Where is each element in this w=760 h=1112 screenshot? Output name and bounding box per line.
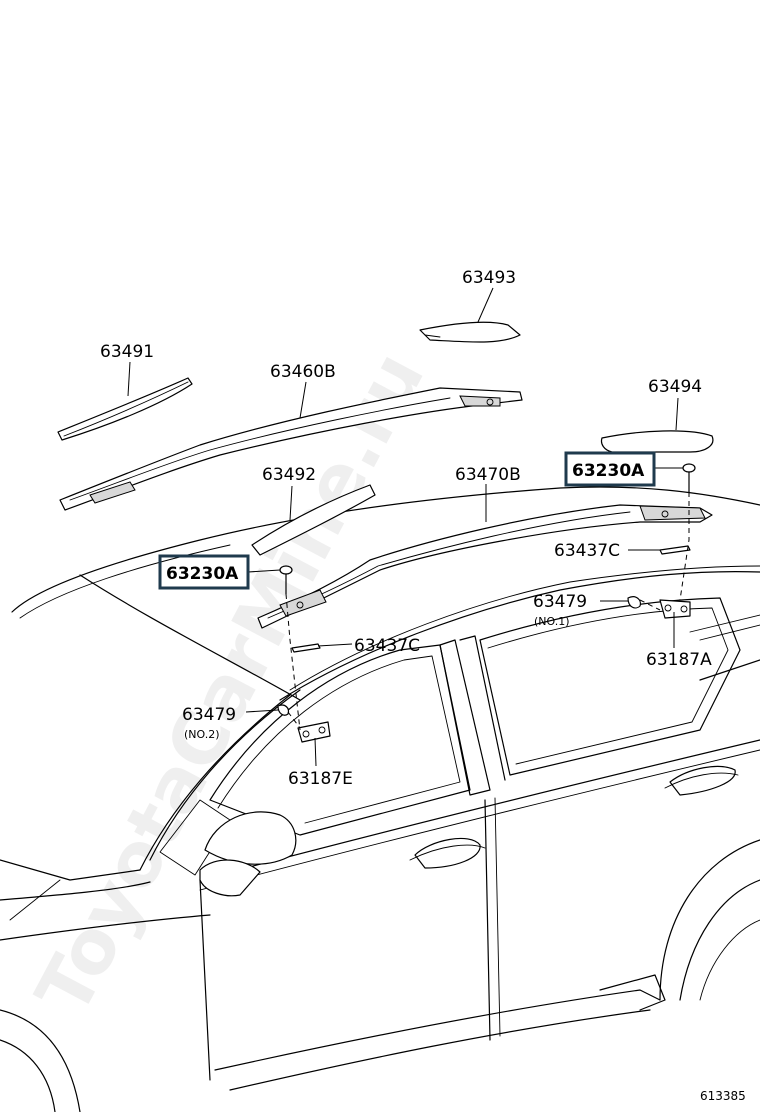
label-63230A-right: 63230A bbox=[572, 461, 645, 481]
part-63491-cover bbox=[57, 377, 193, 441]
label-63492: 63492 bbox=[262, 465, 316, 485]
highlight-box-63230A-right bbox=[564, 451, 656, 487]
part-63493-cover bbox=[419, 321, 521, 343]
label-63187A: 63187A bbox=[646, 650, 712, 670]
part-63437C-lower bbox=[291, 643, 321, 653]
label-63187E: 63187E bbox=[288, 769, 353, 789]
bolt-63230A-right bbox=[682, 463, 696, 493]
part-63479-no1 bbox=[627, 596, 641, 609]
part-63187E-bracket bbox=[297, 721, 331, 743]
part-63187A-bracket bbox=[659, 599, 691, 619]
label-63437C-upper: 63437C bbox=[554, 541, 620, 561]
leader-lines bbox=[127, 287, 683, 767]
part-63437C-upper bbox=[659, 545, 691, 555]
label-63460B: 63460B bbox=[270, 362, 336, 382]
label-63470B: 63470B bbox=[455, 465, 521, 485]
part-63492-cover bbox=[251, 484, 376, 556]
highlight-box-63230A-left bbox=[158, 554, 250, 590]
label-63491: 63491 bbox=[100, 342, 154, 362]
label-63494: 63494 bbox=[648, 377, 702, 397]
label-no2: (NO.2) bbox=[184, 728, 220, 741]
label-63493: 63493 bbox=[462, 268, 516, 288]
label-63479-no2: 63479 bbox=[182, 705, 236, 725]
car-body bbox=[0, 486, 760, 1112]
label-63437C-lower: 63437C bbox=[354, 636, 420, 656]
label-63230A-left: 63230A bbox=[166, 564, 239, 584]
image-id: 613385 bbox=[700, 1089, 746, 1103]
part-63494-cover bbox=[600, 430, 714, 453]
label-no1: (NO.1) bbox=[534, 615, 570, 628]
label-63479-no1: 63479 bbox=[533, 592, 587, 612]
part-63479-no2 bbox=[277, 704, 290, 716]
